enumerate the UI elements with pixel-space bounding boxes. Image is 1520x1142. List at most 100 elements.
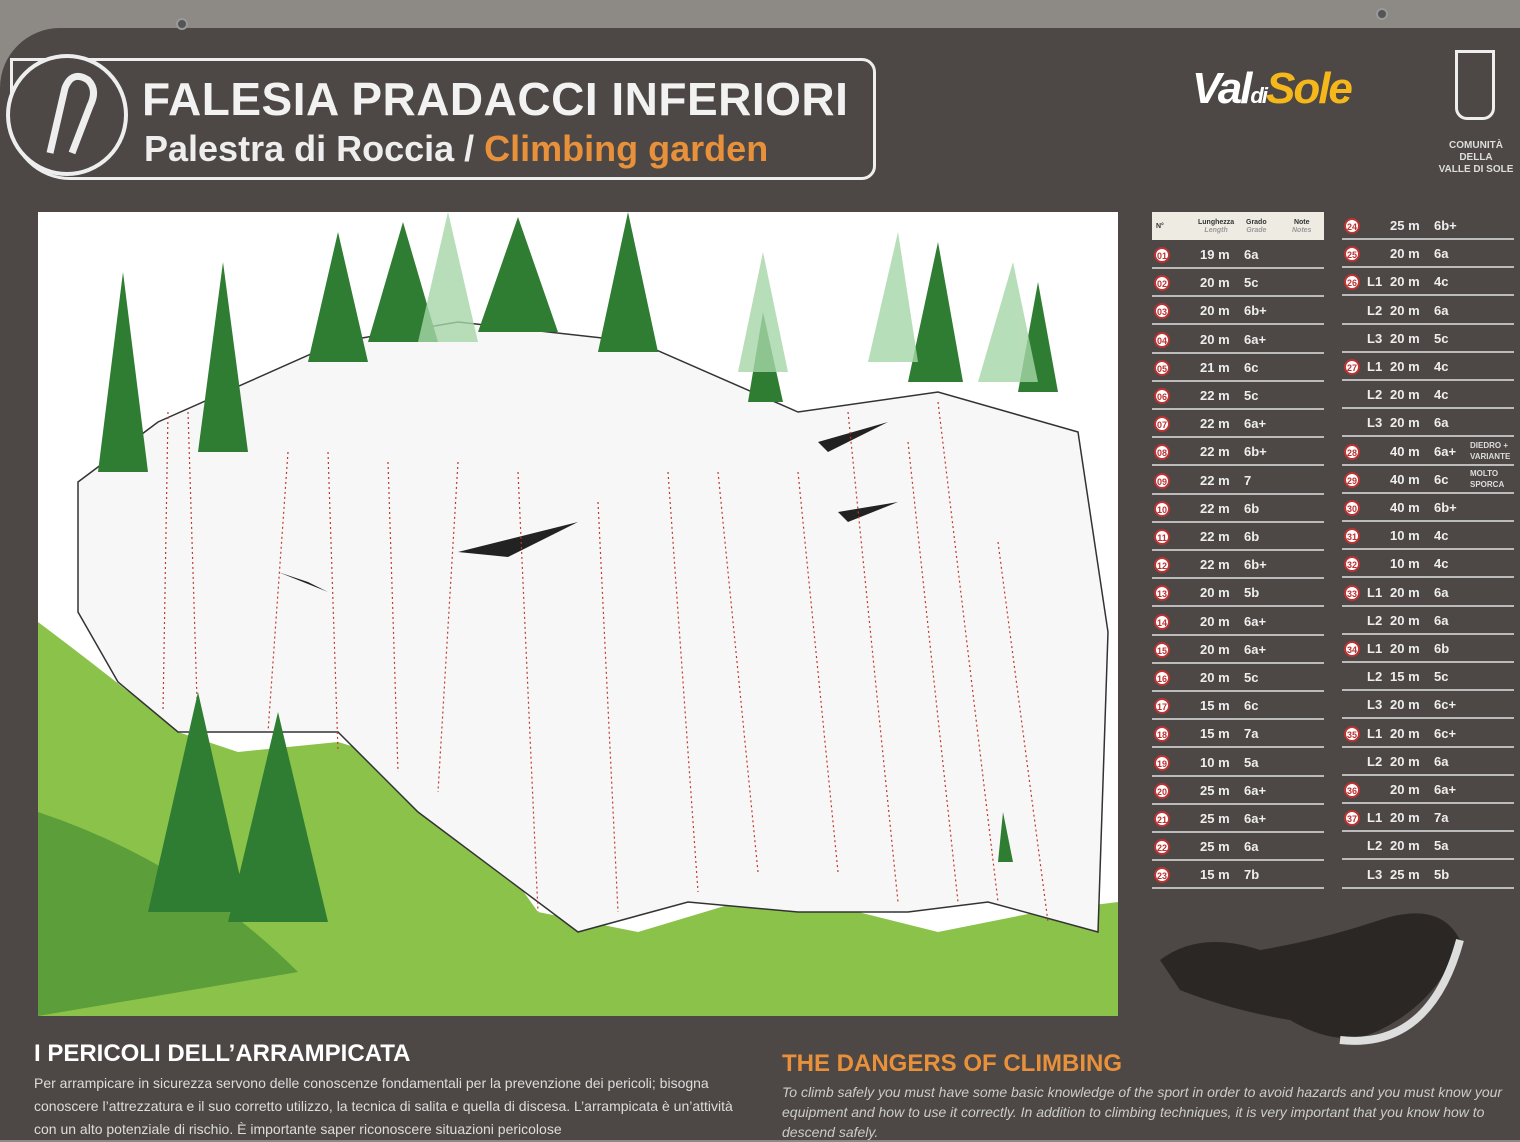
- pitch: L1: [1367, 725, 1383, 741]
- crag-topo-map: [38, 212, 1118, 1016]
- route-length: 22 m: [1200, 444, 1230, 460]
- route-grade: 5c: [1244, 275, 1259, 291]
- route-number: 36: [1344, 782, 1360, 798]
- route-number: 05: [1154, 359, 1170, 376]
- route-grade: 6c: [1434, 471, 1449, 487]
- route-number: 27: [1344, 359, 1360, 375]
- pitch: L2: [1367, 753, 1383, 769]
- route-number: 31: [1344, 528, 1360, 545]
- route-grade: 6a+: [1244, 613, 1267, 629]
- route-grade: 6a: [1434, 246, 1449, 262]
- route-length: 20 m: [1200, 641, 1230, 657]
- dangers-text-it: Per arrampicare in sicurezza servono del…: [34, 1075, 733, 1137]
- subtitle: Palestra di Roccia / Climbing garden: [144, 128, 768, 170]
- subtitle-it: Palestra di Roccia /: [144, 128, 475, 169]
- route-number: 26: [1344, 274, 1360, 291]
- route-grade: 4c: [1434, 359, 1449, 374]
- route-length: 20 m: [1390, 302, 1420, 318]
- route-length: 22 m: [1200, 500, 1230, 516]
- route-length: 22 m: [1200, 388, 1230, 403]
- route-grade: 4c: [1434, 387, 1449, 403]
- crest-icon: [1455, 50, 1495, 120]
- route-length: 20 m: [1200, 331, 1230, 347]
- route-number: 37: [1344, 810, 1360, 827]
- route-grade: 5c: [1434, 330, 1449, 346]
- route-grade: 6a: [1434, 584, 1449, 600]
- route-note: DIEDRO + VARIANTE: [1470, 440, 1511, 461]
- route-number: 34: [1344, 641, 1360, 657]
- route-length: 20 m: [1390, 330, 1420, 346]
- route-grade: 6a+: [1244, 641, 1267, 657]
- route-grade: 6a+: [1434, 782, 1457, 797]
- route-number: 32: [1344, 556, 1360, 573]
- route-length: 20 m: [1390, 782, 1420, 797]
- route-grade: 4c: [1434, 556, 1449, 572]
- route-length: 15 m: [1200, 867, 1230, 883]
- route-length: 20 m: [1390, 274, 1420, 290]
- dangers-title-it: I PERICOLI DELL’ARRAMPICATA: [34, 1040, 411, 1067]
- salamander-illustration: [1160, 913, 1464, 1045]
- route-length: 20 m: [1200, 670, 1230, 685]
- route-row: L3 20 m 5c: [1342, 325, 1514, 353]
- route-grade: 6b: [1434, 641, 1450, 656]
- carabiner-logo-icon: [6, 54, 128, 176]
- pitch: L1: [1367, 359, 1383, 374]
- route-length: 20 m: [1390, 415, 1420, 431]
- route-row: 15 20 m 6a+: [1152, 636, 1324, 664]
- route-grade: 6a: [1244, 247, 1259, 262]
- route-number: 29: [1344, 471, 1360, 488]
- dangers-title-en: THE DANGERS OF CLIMBING: [782, 1050, 1122, 1077]
- route-grade: 5b: [1434, 866, 1450, 882]
- route-length: 20 m: [1390, 753, 1420, 769]
- pitch: L2: [1367, 612, 1383, 628]
- route-length: 19 m: [1200, 247, 1230, 262]
- route-grade: 6b+: [1434, 218, 1457, 233]
- route-grade: 7a: [1244, 726, 1259, 742]
- route-number: 14: [1154, 613, 1170, 630]
- subtitle-en: Climbing garden: [484, 128, 769, 169]
- route-length: 15 m: [1200, 726, 1230, 742]
- route-grade: 6a+: [1244, 782, 1267, 798]
- pitch: L2: [1367, 302, 1383, 318]
- route-number: 24: [1344, 218, 1360, 234]
- route-number: 16: [1154, 670, 1170, 686]
- pitch: L3: [1367, 330, 1383, 346]
- route-length: 15 m: [1390, 669, 1420, 685]
- route-length: 21 m: [1200, 359, 1230, 375]
- route-grade: 5c: [1244, 388, 1259, 403]
- pitch: L1: [1367, 641, 1383, 656]
- route-number: 19: [1154, 754, 1170, 771]
- route-number: 10: [1154, 500, 1170, 517]
- route-number: 15: [1154, 641, 1170, 658]
- route-length: 40 m: [1390, 471, 1420, 487]
- route-row: 18 15 m 7a: [1152, 720, 1324, 749]
- route-length: 25 m: [1390, 866, 1420, 882]
- route-length: 40 m: [1390, 443, 1420, 459]
- route-number: 18: [1154, 726, 1170, 743]
- route-grade: 6c: [1244, 359, 1259, 375]
- route-grade: 6c+: [1434, 725, 1457, 741]
- route-length: 25 m: [1200, 811, 1230, 826]
- page-title: FALESIA PRADACCI INFERIORI: [142, 73, 849, 125]
- route-grade: 6a+: [1434, 443, 1457, 459]
- route-length: 22 m: [1200, 472, 1230, 488]
- route-number: 12: [1154, 557, 1170, 574]
- route-grade: 6b+: [1434, 500, 1457, 515]
